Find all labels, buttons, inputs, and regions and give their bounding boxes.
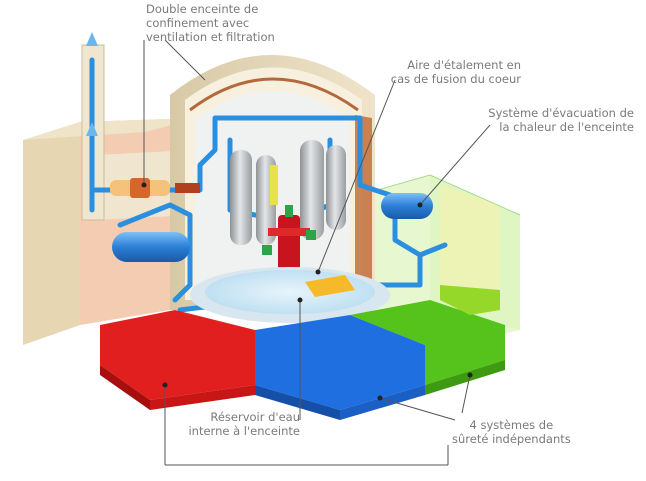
reactor-core [262,205,316,270]
safety-train-floor [100,285,505,420]
label-four-safety-systems-line2: sûreté indépendants [452,432,571,446]
storage-tanks [112,193,433,262]
label-heat-removal-system-line1: Système d'évacuation de [488,106,634,120]
label-heat-removal-system: Système d'évacuation de la chaleur de l'… [488,106,634,134]
filtration-unit [110,178,200,198]
label-heat-removal-system-line2: la chaleur de l'enceinte [499,120,634,134]
internal-water-pool [190,267,390,323]
label-double-containment-line3: ventilation et filtration [146,30,275,44]
label-internal-water-reservoir-line1: Réservoir d'eau [210,410,300,424]
label-core-spreading-area: Aire d'étalement en cas de fusion du coe… [391,58,521,86]
label-internal-water-reservoir: Réservoir d'eau interne à l'enceinte [188,410,300,438]
label-core-spreading-area-line2: cas de fusion du coeur [390,72,521,86]
label-double-containment-line2: confinement avec [146,16,250,30]
steam-generators [230,140,346,245]
label-internal-water-reservoir-line2: interne à l'enceinte [188,424,300,438]
exhaust-arrows [86,32,98,136]
label-double-containment: Double enceinte de confinement avec vent… [146,2,275,44]
label-four-safety-systems: 4 systèmes de sûreté indépendants [452,418,571,446]
label-double-containment-line1: Double enceinte de [146,2,259,16]
callout-lines [143,39,491,466]
label-core-spreading-area-line1: Aire d'étalement en [407,58,521,72]
label-four-safety-systems-line1: 4 systèmes de [469,418,554,432]
callout-dots [141,182,473,401]
